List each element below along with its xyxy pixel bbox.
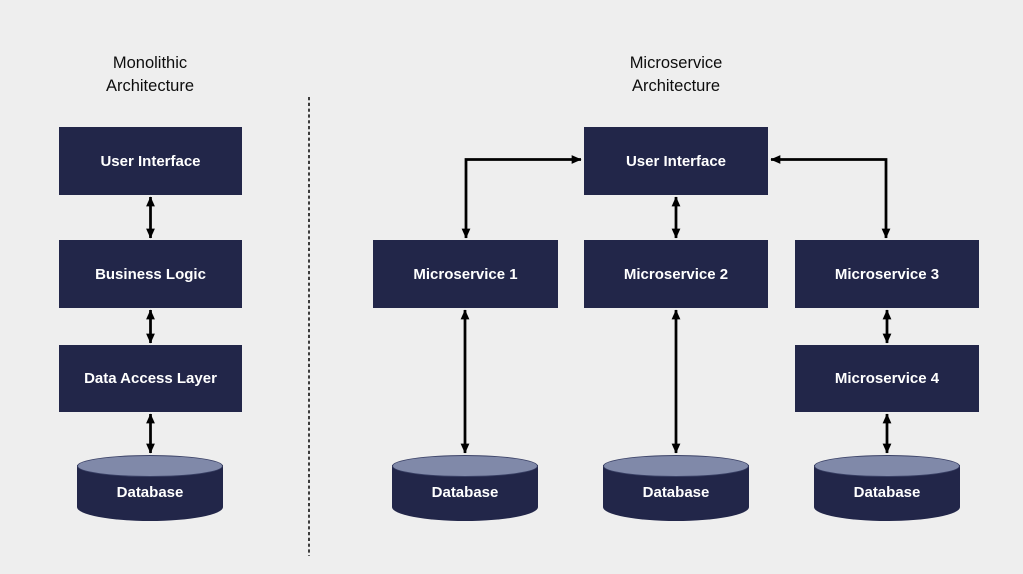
cylinder-micro-database-3: Database bbox=[814, 455, 960, 521]
cylinder-micro-database-2-label: Database bbox=[642, 484, 710, 501]
node-microservice-4-label: Microservice 4 bbox=[834, 370, 940, 387]
monolithic-title: Monolithic Architecture bbox=[30, 52, 270, 98]
cylinder-micro-database-3-label: Database bbox=[853, 484, 921, 501]
monolithic-title-line1: Monolithic bbox=[112, 54, 188, 72]
cylinder-top bbox=[77, 455, 223, 477]
connector-ui-microservice3-elbow bbox=[770, 155, 891, 239]
node-mono-user-interface: User Interface bbox=[59, 127, 242, 195]
cylinder-top bbox=[814, 455, 960, 477]
cylinder-micro-database-1-label: Database bbox=[431, 484, 499, 501]
node-mono-business-logic: Business Logic bbox=[59, 240, 242, 308]
cylinder-top bbox=[603, 455, 749, 477]
node-microservice-4: Microservice 4 bbox=[795, 345, 979, 412]
connector-ui-microservice1-elbow bbox=[461, 155, 582, 239]
cylinder-top bbox=[392, 455, 538, 477]
node-microservice-3-label: Microservice 3 bbox=[834, 265, 940, 283]
node-micro-user-interface-label: User Interface bbox=[625, 152, 727, 170]
node-microservice-1-label: Microservice 1 bbox=[413, 265, 518, 283]
node-mono-user-interface-label: User Interface bbox=[100, 152, 201, 170]
microservice-title-line2: Architecture bbox=[631, 77, 721, 95]
node-mono-data-access-layer-label: Data Access Layer bbox=[84, 370, 217, 387]
cylinder-mono-database: Database bbox=[77, 455, 223, 521]
cylinder-mono-database-label: Database bbox=[116, 484, 184, 501]
node-micro-user-interface: User Interface bbox=[584, 127, 768, 195]
node-mono-business-logic-label: Business Logic bbox=[95, 265, 206, 283]
node-mono-data-access-layer: Data Access Layer bbox=[59, 345, 242, 412]
monolithic-title-line2: Architecture bbox=[105, 77, 195, 95]
node-microservice-3: Microservice 3 bbox=[795, 240, 979, 308]
microservice-title: Microservice Architecture bbox=[556, 52, 796, 98]
cylinder-micro-database-2: Database bbox=[603, 455, 749, 521]
node-microservice-2-label: Microservice 2 bbox=[623, 265, 729, 283]
microservice-title-line1: Microservice bbox=[629, 54, 723, 72]
cylinder-micro-database-1: Database bbox=[392, 455, 538, 521]
node-microservice-1: Microservice 1 bbox=[373, 240, 558, 308]
node-microservice-2: Microservice 2 bbox=[584, 240, 768, 308]
